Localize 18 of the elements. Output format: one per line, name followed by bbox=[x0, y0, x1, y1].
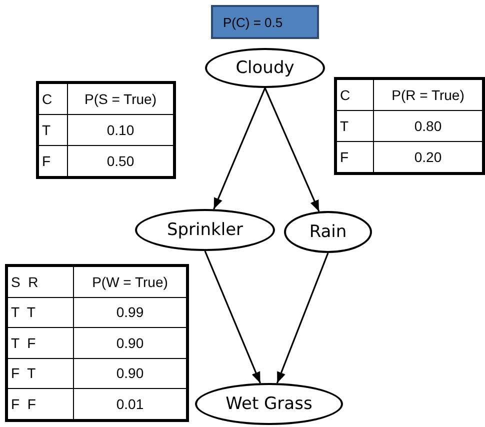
header-cell: C bbox=[336, 78, 374, 110]
table-cell: T bbox=[38, 114, 68, 146]
table-cell: T F bbox=[6, 328, 74, 358]
node-label: Sprinkler bbox=[166, 220, 244, 240]
node-label: P(C) = 0.5 bbox=[223, 14, 283, 30]
arrow bbox=[213, 88, 266, 210]
node-label: Rain bbox=[309, 222, 347, 242]
arrow bbox=[276, 252, 329, 384]
header-cell: S R bbox=[6, 266, 74, 297]
table-cell: T bbox=[336, 110, 374, 142]
table-cell: F T bbox=[6, 358, 74, 388]
arrow bbox=[264, 88, 320, 212]
node-label: Wet Grass bbox=[226, 394, 312, 414]
header-cell: C bbox=[38, 82, 68, 114]
probability-box bbox=[211, 5, 319, 39]
arrow bbox=[204, 250, 262, 384]
table-cell: T T bbox=[6, 297, 74, 328]
node-label: Cloudy bbox=[236, 58, 294, 78]
